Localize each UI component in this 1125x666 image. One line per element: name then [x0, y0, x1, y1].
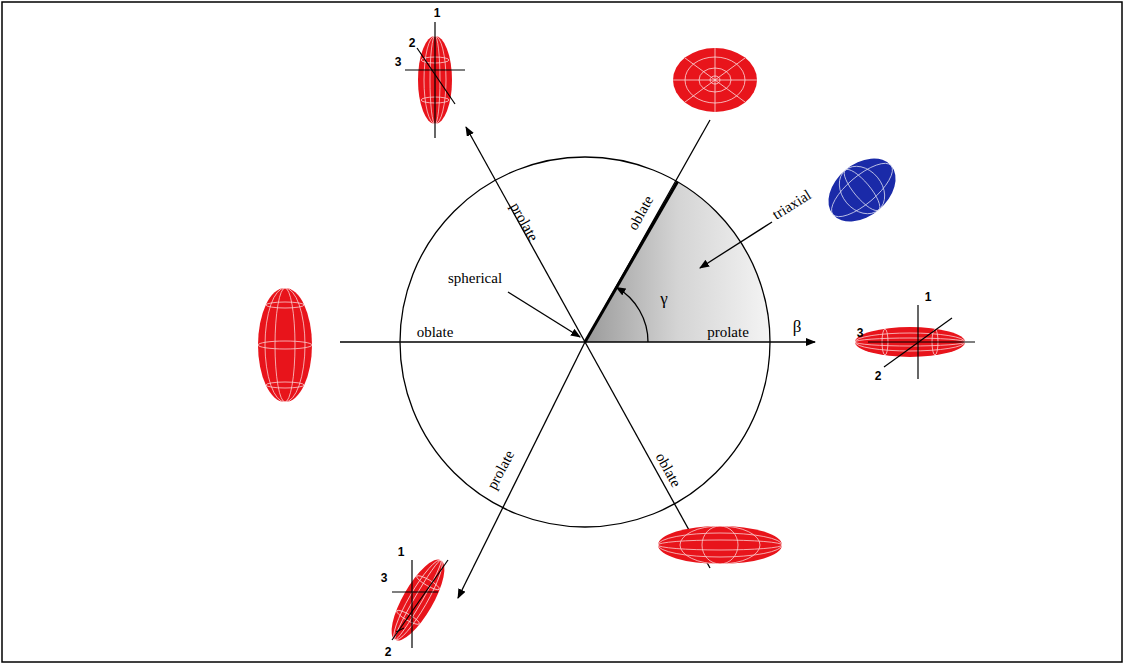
axis-number: 1: [398, 546, 405, 558]
shape-label: triaxial: [770, 187, 814, 222]
oblate-ellipsoid: [258, 288, 312, 402]
axis-number: 2: [409, 37, 416, 49]
shape-label: prolate: [485, 448, 518, 492]
axis-number: 2: [875, 370, 882, 382]
shape-label: oblate: [653, 450, 684, 489]
angle-label: γ: [660, 290, 668, 307]
triaxial-ellipsoid: [816, 146, 908, 235]
axis-number: 1: [925, 291, 932, 303]
triaxial-sector: [585, 182, 770, 342]
axis-number: 3: [395, 56, 402, 68]
prolate-ellipsoid: [382, 553, 454, 648]
prolate-ellipsoid: [405, 22, 465, 138]
shape-label: prolate: [707, 325, 749, 340]
axes: [340, 120, 815, 598]
axis-number: 1: [434, 7, 441, 19]
prolate-ellipsoid: [855, 305, 975, 379]
axis-label: β: [793, 318, 802, 335]
shape-label: oblate: [417, 325, 454, 340]
axis-number: 2: [385, 646, 392, 658]
shape-label: spherical: [448, 271, 502, 286]
oblate-ellipsoid: [673, 48, 757, 112]
oblate-ellipsoid: [658, 526, 782, 564]
axis-number: 3: [381, 572, 388, 584]
shape-label: prolate: [507, 200, 540, 244]
axis-number: 3: [857, 327, 864, 339]
